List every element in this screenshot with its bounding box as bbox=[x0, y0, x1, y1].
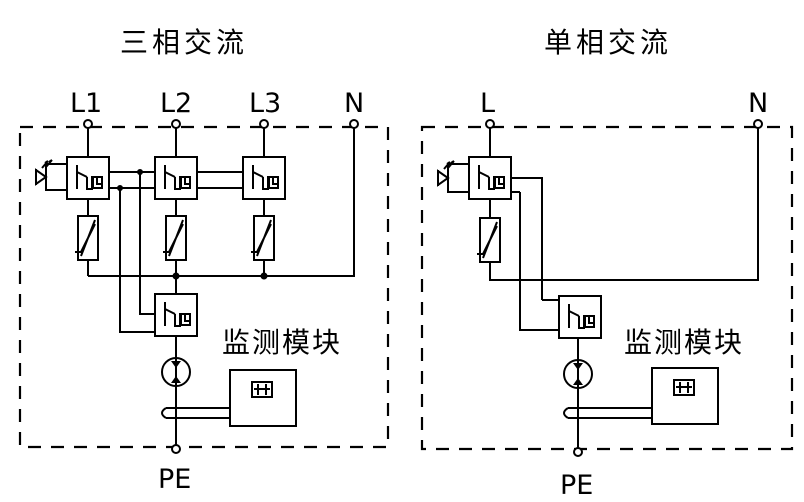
phase-wires bbox=[87, 124, 355, 277]
thermal-disconnector-icon bbox=[468, 156, 512, 200]
varistor-icon bbox=[162, 215, 187, 261]
thermal-disconnector-icon bbox=[154, 293, 198, 337]
junction-dot bbox=[260, 272, 268, 280]
terminal-l-label: L bbox=[480, 88, 495, 119]
signal-wires bbox=[110, 171, 242, 189]
varistor-wires bbox=[87, 199, 265, 276]
terminal-node bbox=[753, 119, 763, 129]
signal-return-wires bbox=[519, 192, 560, 331]
ground-pe-label: PE bbox=[560, 470, 593, 501]
phase-wires bbox=[489, 124, 759, 281]
thermal-disconnector-icon bbox=[66, 156, 110, 200]
three-phase-title: 三相交流 bbox=[120, 26, 248, 59]
ground-electrode-icon bbox=[161, 407, 167, 419]
terminal-node bbox=[573, 447, 583, 457]
single-phase-panel: 单相交流 L N 监测模块 PE bbox=[420, 26, 794, 501]
three-phase-enclosure bbox=[18, 125, 390, 449]
terminal-node bbox=[83, 119, 93, 129]
junction-dot bbox=[172, 272, 180, 280]
ground-electrode-icon bbox=[563, 407, 569, 419]
led-wire bbox=[45, 163, 66, 191]
led-indicator-icon bbox=[437, 160, 455, 187]
terminal-l3-label: L3 bbox=[249, 88, 281, 119]
terminal-l1-label: L1 bbox=[70, 88, 102, 119]
ground-pe-label: PE bbox=[158, 464, 191, 495]
digital-display-icon bbox=[251, 381, 273, 398]
gas-discharge-tube-icon bbox=[563, 359, 593, 389]
thermal-disconnector-icon bbox=[242, 156, 286, 200]
varistor-icon bbox=[74, 215, 99, 261]
terminal-node bbox=[171, 444, 181, 454]
single-phase-enclosure bbox=[420, 125, 794, 451]
three-phase-panel: 三相交流 L1 L2 L3 N bbox=[18, 26, 390, 495]
ground-wires bbox=[166, 336, 232, 448]
junction-dot bbox=[137, 169, 143, 175]
terminal-node bbox=[171, 119, 181, 129]
terminal-node bbox=[259, 119, 269, 129]
monitor-display-box bbox=[229, 369, 297, 427]
thermal-disconnector-icon bbox=[154, 156, 198, 200]
junction-dot bbox=[117, 185, 123, 191]
varistor-icon bbox=[476, 217, 501, 263]
ground-wires bbox=[568, 338, 654, 452]
varistor-icon bbox=[250, 215, 275, 261]
led-indicator-icon bbox=[35, 159, 53, 186]
signal-return-wires bbox=[119, 172, 154, 333]
led-wire bbox=[447, 163, 468, 193]
gas-discharge-tube-icon bbox=[161, 357, 191, 387]
terminal-node bbox=[485, 119, 495, 129]
thermal-disconnector-icon bbox=[558, 295, 602, 339]
terminal-n-label: N bbox=[748, 88, 768, 119]
digital-display-icon bbox=[673, 379, 695, 396]
signal-wires bbox=[512, 177, 560, 301]
terminal-node bbox=[349, 119, 359, 129]
monitor-module-label: 监测模块 bbox=[222, 326, 342, 359]
terminal-l2-label: L2 bbox=[160, 88, 192, 119]
single-phase-title: 单相交流 bbox=[544, 26, 672, 59]
monitor-module-label: 监测模块 bbox=[624, 326, 744, 359]
terminal-n-label: N bbox=[344, 88, 364, 119]
